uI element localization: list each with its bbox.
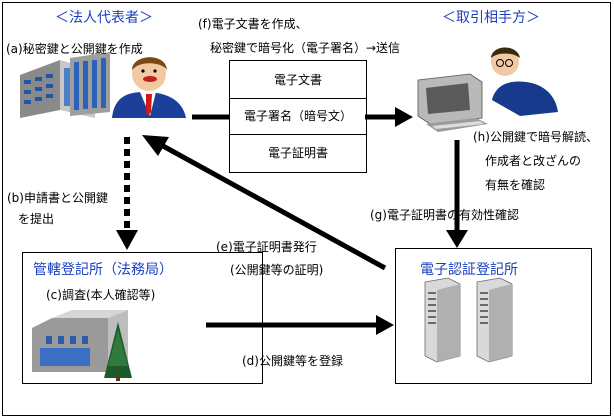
step-e-label-1: (e)電子証明書発行 (216, 240, 317, 254)
step-f-label-1: (f)電子文書を作成、 (198, 17, 308, 31)
bundle-certificate: 電子証明書 (267, 146, 328, 160)
step-f-label-2: 秘密鍵で暗号化（電子署名）→送信 (210, 41, 401, 55)
tree-icon (104, 322, 132, 381)
step-g-label: (g)電子証明書の有効性確認 (370, 208, 519, 222)
bundle-divider (230, 134, 366, 135)
step-a-label: (a)秘密鍵と公開鍵を作成 (6, 42, 143, 56)
counterparty-heading: ＜取引相手方＞ (442, 10, 540, 26)
office-building-icon (20, 52, 110, 118)
step-h-label-1: (h)公開鍵で暗号解読、 (473, 130, 598, 144)
step-b-label-1: (b)申請書と公開鍵 (7, 191, 108, 205)
step-c-label: (c)調査(本人確認等) (46, 288, 156, 302)
registry-heading: 管轄登記所（法務局） (33, 262, 173, 278)
step-b-label-2: を提出 (18, 212, 55, 226)
document-bundle: 電子文書 電子署名（暗号文） 電子証明書 (229, 60, 367, 173)
step-h-label-2: 作成者と改ざんの (485, 154, 582, 168)
corporate-rep-heading: ＜法人代表者＞ (55, 10, 153, 26)
validate-arrow-head (446, 230, 468, 248)
step-h-label-3: 有無を確認 (485, 178, 546, 192)
businessman-icon (112, 57, 186, 118)
step-d-label: (d)公開鍵等を登録 (242, 354, 343, 368)
bundle-signature: 電子署名（暗号文） (243, 109, 352, 123)
submit-arrow-head (116, 230, 138, 250)
step-e-label-2: (公開鍵等の証明) (230, 263, 324, 277)
bundle-divider (230, 98, 366, 99)
server-icon (424, 277, 461, 363)
issue-arrow-head (142, 135, 169, 156)
cert-office-heading: 電子認証登記所 (420, 262, 518, 278)
send-arrow-head (395, 107, 413, 127)
server-icon (476, 277, 513, 363)
register-arrow-head (376, 315, 394, 335)
bundle-document: 電子文書 (273, 73, 322, 87)
computer-user-icon (417, 47, 558, 132)
issue-arrow-line (161, 143, 387, 271)
